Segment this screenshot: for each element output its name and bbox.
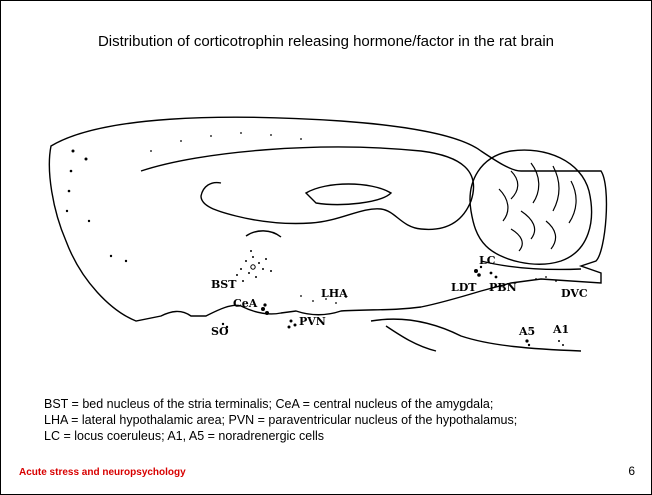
- label-a5: A5: [518, 325, 535, 338]
- label-so: SO: [211, 325, 229, 338]
- cerebellar-folia: [499, 163, 576, 251]
- legend-line: LC = locus coeruleus; A1, A5 = noradrene…: [44, 428, 517, 444]
- page-number: 6: [628, 464, 635, 478]
- label-bst: BST: [211, 278, 237, 291]
- pons-outline: [386, 326, 436, 351]
- label-lha: LHA: [321, 287, 348, 300]
- footer-text: Acute stress and neuropsychology: [19, 467, 186, 478]
- ventricle: [306, 184, 391, 205]
- label-dvc: DVC: [561, 287, 588, 300]
- label-ldt: LDT: [451, 281, 477, 294]
- legend-line: BST = bed nucleus of the stria terminali…: [44, 396, 517, 412]
- legend-line: LHA = lateral hypothalamic area; PVN = p…: [44, 412, 517, 428]
- label-cea: CeA: [233, 297, 258, 310]
- label-pvn: PVN: [299, 315, 326, 328]
- cerebellum: [470, 150, 591, 264]
- brainstem-line: [481, 261, 581, 269]
- fornix: [246, 231, 281, 237]
- abbreviation-legend: BST = bed nucleus of the stria terminali…: [44, 396, 517, 444]
- label-pbn: PBN: [489, 281, 517, 294]
- inner-contour: [141, 147, 474, 229]
- slide-title: Distribution of corticotrophin releasing…: [1, 33, 651, 50]
- ventral-outline: [371, 319, 581, 351]
- rat-brain-diagram: BST CeA LHA PVN SO LC LDT PBN DVC A5 A1: [41, 111, 621, 381]
- label-lc: LC: [479, 254, 496, 267]
- label-a1: A1: [552, 323, 569, 336]
